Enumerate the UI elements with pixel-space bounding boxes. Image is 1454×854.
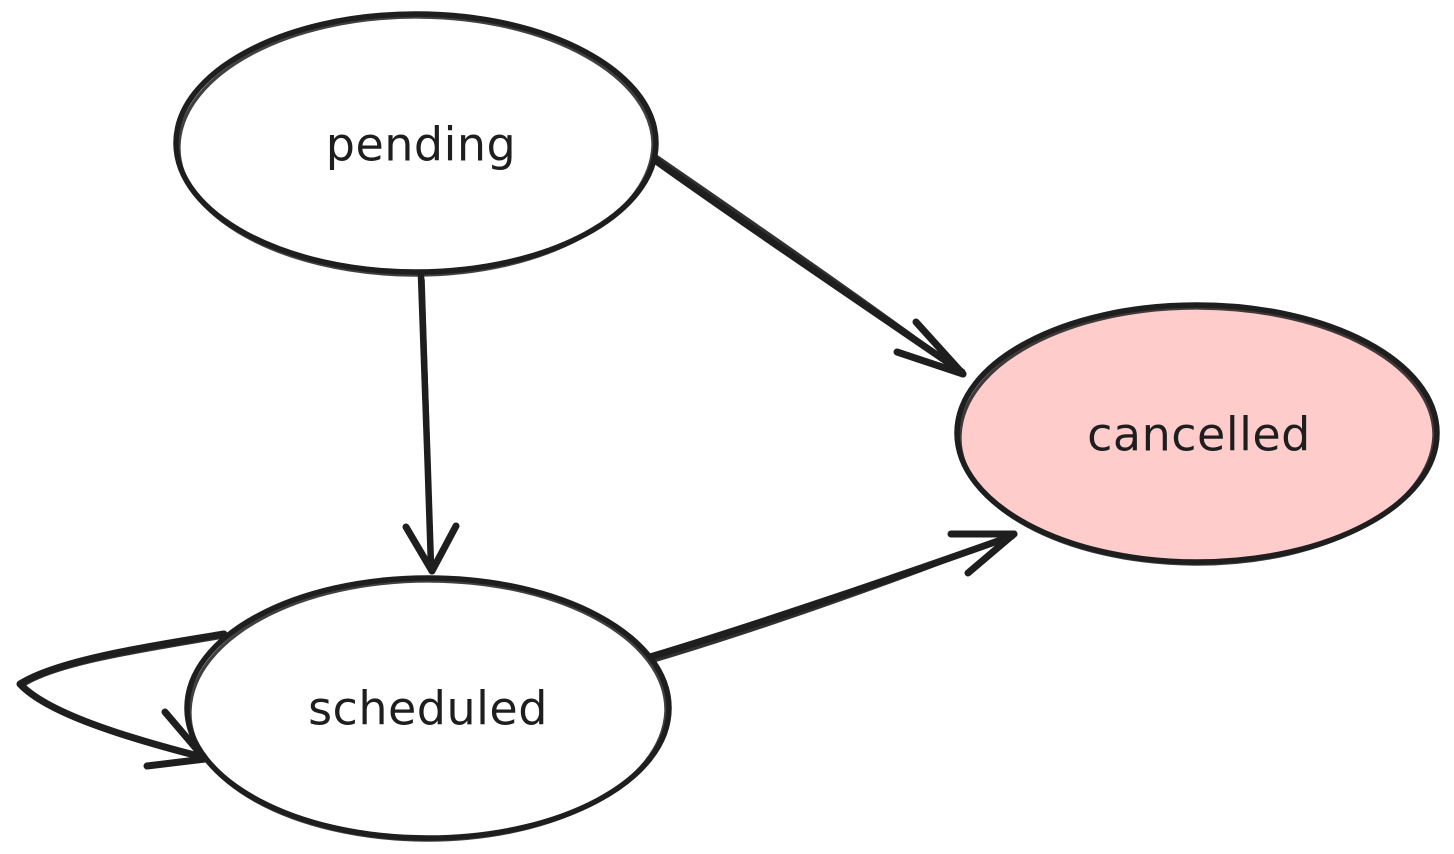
node-label-cancelled: cancelled — [1087, 408, 1311, 462]
node-pending[interactable]: pending — [173, 11, 659, 277]
edge-pending-to-cancelled[interactable] — [648, 153, 967, 378]
edge-arrowhead — [428, 522, 460, 575]
node-ellipse-outline — [173, 11, 659, 275]
edge-scheduled-to-cancelled[interactable] — [646, 530, 1018, 664]
edge-scheduled-self-loop[interactable] — [16, 630, 228, 770]
edge-arrowhead — [143, 755, 209, 770]
node-cancelled[interactable]: cancelled — [954, 302, 1440, 566]
node-label-scheduled: scheduled — [308, 682, 548, 736]
edge-shaft-overdraw — [421, 278, 434, 572]
edge-arrowhead — [912, 318, 967, 378]
edge-shaft-overdraw — [652, 153, 967, 377]
node-scheduled[interactable]: scheduled — [184, 575, 672, 842]
edge-arrowhead — [402, 523, 436, 575]
edge-shaft-overdraw — [20, 635, 224, 761]
edge-shaft-overdraw — [649, 531, 1017, 664]
node-ellipse-overdraw — [958, 306, 1436, 566]
edge-arrowhead — [893, 348, 967, 378]
edge-arrowhead — [964, 530, 1018, 577]
node-ellipse-overdraw — [188, 579, 668, 842]
edge-pending-to-scheduled[interactable] — [402, 272, 460, 575]
node-ellipse-overdraw — [177, 15, 655, 277]
node-label-pending: pending — [326, 118, 517, 172]
